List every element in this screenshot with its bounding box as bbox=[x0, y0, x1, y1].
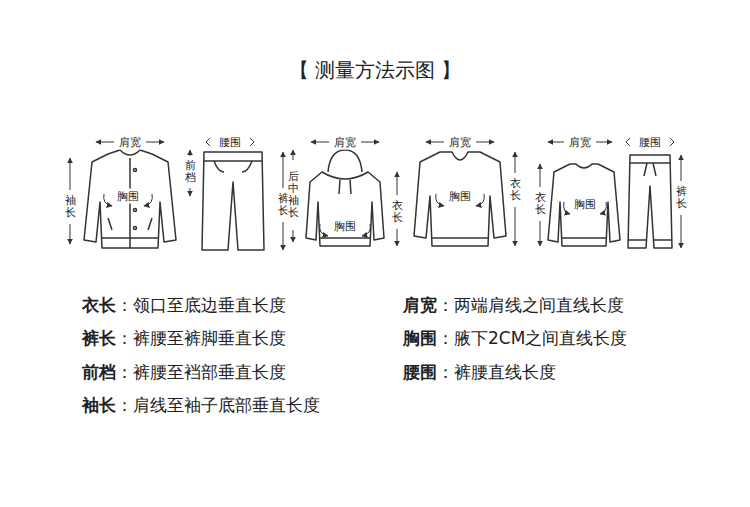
dimension-label: 后中袖长 bbox=[288, 171, 299, 219]
dimension-label: 腰围 bbox=[639, 135, 661, 150]
term-definition: ：裤腰至裤脚垂直长度 bbox=[116, 327, 286, 350]
title: 【 测量方法示图 】 bbox=[289, 57, 462, 84]
term-definition: ：领口至底边垂直长度 bbox=[116, 294, 286, 317]
dimension-label: 肩宽 bbox=[334, 135, 356, 150]
dimension-label: 衣长 bbox=[392, 200, 403, 224]
dimension-label: 前档 bbox=[185, 160, 196, 184]
dimension-label: 肩宽 bbox=[119, 135, 141, 150]
term-label: 袖长 bbox=[82, 394, 116, 417]
dimension-label: 袖长 bbox=[65, 195, 76, 219]
term-definition: ：裤腰直线长度 bbox=[437, 361, 556, 384]
dimension-label: 胸围 bbox=[449, 189, 471, 204]
term-label: 胸围 bbox=[403, 327, 437, 350]
dimension-label: 裤长 bbox=[676, 186, 687, 210]
dimension-label: 肩宽 bbox=[569, 135, 591, 150]
term-label: 腰围 bbox=[403, 361, 437, 384]
term-definition: ：两端肩线之间直线长度 bbox=[437, 294, 624, 317]
term-definition: ：裤腰至裆部垂直长度 bbox=[116, 361, 286, 384]
dimension-label: 胸围 bbox=[117, 189, 139, 204]
term-label: 前档 bbox=[82, 361, 116, 384]
term-definition: ：肩线至袖子底部垂直长度 bbox=[116, 394, 320, 417]
dimension-label: 胸围 bbox=[334, 219, 356, 234]
term-definition: ：腋下2CM之间直线长度 bbox=[437, 327, 627, 350]
dimension-label: 腰围 bbox=[219, 135, 241, 150]
dimension-label: 胸围 bbox=[574, 197, 596, 212]
dimension-label: 肩宽 bbox=[449, 135, 471, 150]
dimension-label: 衣长 bbox=[535, 192, 546, 216]
dimension-label: 衣长 bbox=[510, 178, 521, 202]
term-label: 衣长 bbox=[82, 294, 116, 317]
term-label: 裤长 bbox=[82, 327, 116, 350]
term-label: 肩宽 bbox=[403, 294, 437, 317]
